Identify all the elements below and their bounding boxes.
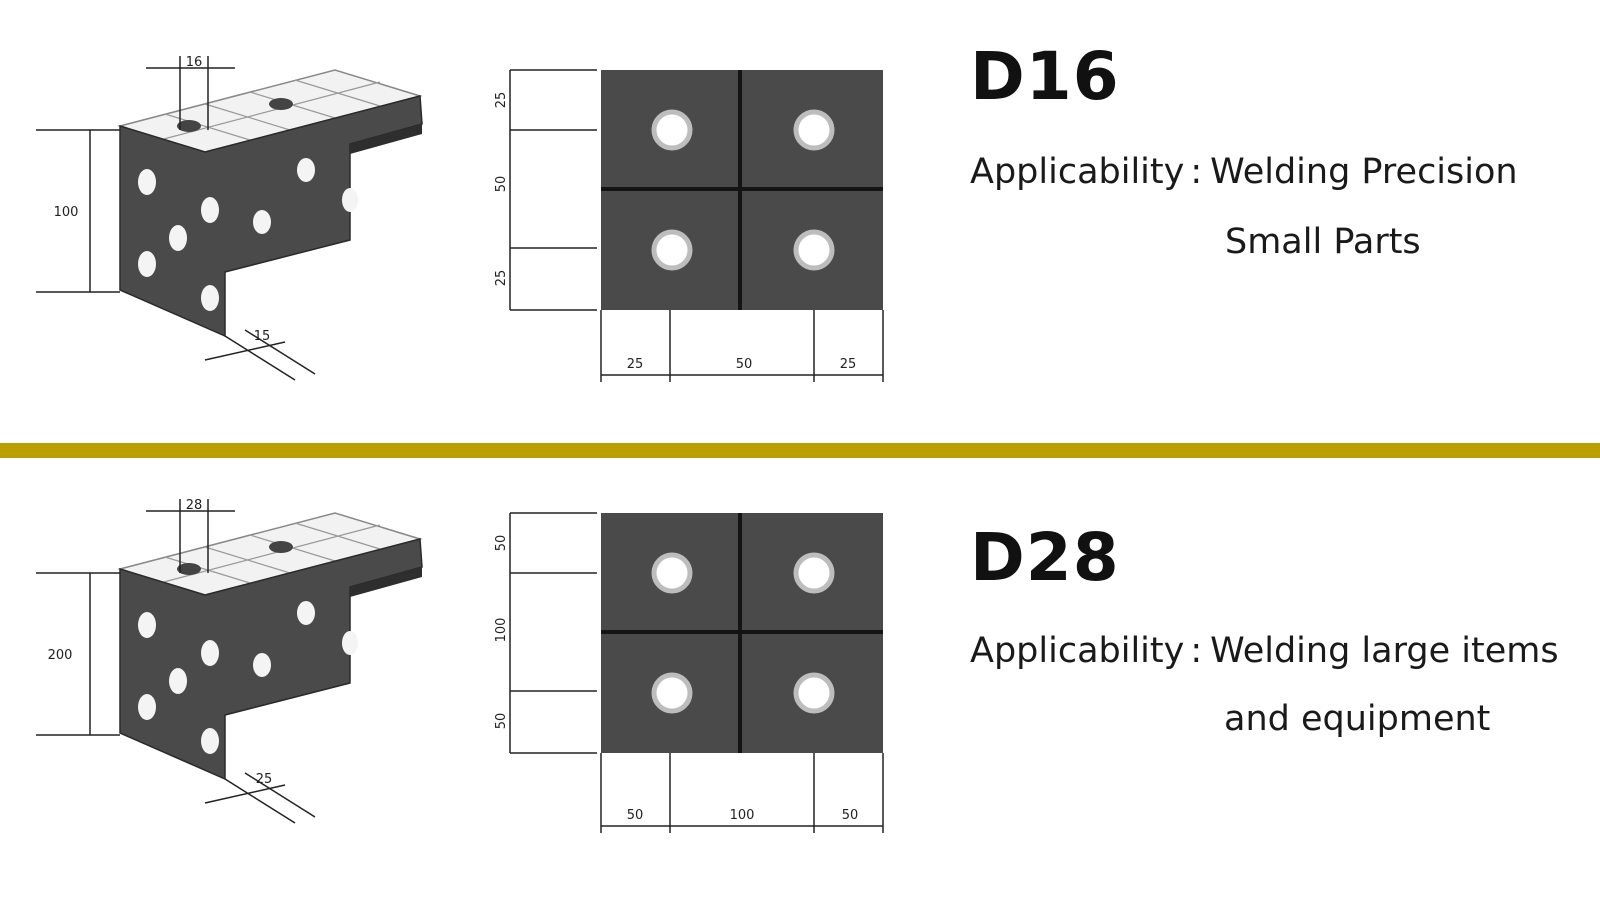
angle-bracket-drawing: 28 200 25: [36, 498, 423, 824]
applicability-separator: :: [1190, 152, 1203, 192]
dim-bottom-mid: 50: [736, 357, 753, 372]
side-hole: [138, 612, 156, 638]
dim-hole-diameter: 16: [186, 55, 203, 70]
section-divider: [0, 443, 1600, 458]
side-hole: [169, 225, 187, 251]
hole-grid-drawing: 50 100 50 50 100 50: [494, 512, 884, 833]
dim-height: 100: [54, 205, 79, 220]
applicability-line: Applicability:Welding large items: [970, 631, 1559, 671]
applicability-value: Welding large items: [1210, 631, 1559, 671]
section-d28: 28 200 25 50 100 50 50 100: [0, 455, 1600, 895]
side-hole: [201, 285, 219, 311]
side-hole: [138, 694, 156, 720]
side-hole: [201, 728, 219, 754]
dim-left-bot: 50: [494, 713, 509, 730]
hole-grid-drawing: 25 50 25 25 50 25: [494, 69, 884, 382]
dim-left-mid: 50: [494, 176, 509, 193]
dim-bottom-left: 25: [627, 357, 644, 372]
dim-bottom-mid: 100: [730, 808, 755, 823]
dim-left-bot: 25: [494, 270, 509, 287]
dim-hole-diameter: 28: [186, 498, 203, 513]
dim-thickness: 15: [254, 329, 271, 344]
model-title: D16: [970, 38, 1120, 115]
side-hole: [201, 197, 219, 223]
model-title: D28: [970, 519, 1120, 596]
angle-bracket-drawing: 16 100 15: [36, 55, 423, 381]
dim-thickness: 25: [256, 772, 273, 787]
side-hole: [297, 601, 315, 625]
dim-bottom-left: 50: [627, 808, 644, 823]
grid-hole: [793, 552, 835, 594]
dim-left-top: 25: [494, 92, 509, 109]
side-hole: [342, 188, 358, 212]
grid-hole: [793, 229, 835, 271]
d28-drawings: 28 200 25 50 100 50 50 100: [36, 498, 884, 833]
applicability-separator: :: [1190, 631, 1203, 671]
applicability-value-continued: Small Parts: [1225, 222, 1421, 262]
side-hole: [342, 631, 358, 655]
dim-height: 200: [48, 648, 73, 663]
dim-bottom-right: 25: [840, 357, 857, 372]
side-hole: [138, 251, 156, 277]
dim-left-mid: 100: [494, 618, 509, 643]
side-hole: [297, 158, 315, 182]
side-hole: [169, 668, 187, 694]
side-hole: [138, 169, 156, 195]
dim-left-top: 50: [494, 535, 509, 552]
top-hole: [269, 541, 293, 553]
applicability-value-continued: and equipment: [1224, 699, 1491, 739]
side-hole: [201, 640, 219, 666]
grid-hole: [651, 109, 693, 151]
grid-hole: [651, 229, 693, 271]
section-d16: 16 100 15 25 50 25: [0, 0, 1600, 440]
side-hole: [253, 653, 271, 677]
applicability-label: Applicability: [970, 152, 1185, 192]
side-hole: [253, 210, 271, 234]
grid-hole: [793, 109, 835, 151]
applicability-value: Welding Precision: [1210, 152, 1518, 192]
grid-hole: [651, 672, 693, 714]
d16-drawings: 16 100 15 25 50 25: [36, 55, 884, 382]
applicability-line: Applicability:Welding Precision: [970, 152, 1518, 192]
applicability-label: Applicability: [970, 631, 1185, 671]
dim-bottom-right: 50: [842, 808, 859, 823]
top-hole: [269, 98, 293, 110]
grid-hole: [651, 552, 693, 594]
grid-hole: [793, 672, 835, 714]
top-hole: [177, 563, 201, 575]
top-hole: [177, 120, 201, 132]
